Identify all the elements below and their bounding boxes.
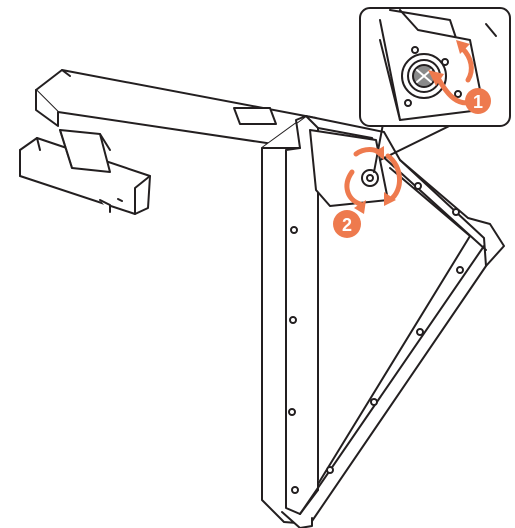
turn-arrow-left-icon	[344, 169, 363, 207]
rotate-arrowhead-icon	[456, 40, 470, 54]
turn-arrowhead-right-icon	[384, 192, 396, 206]
rotate-arrow-icon	[459, 45, 474, 83]
step-number-2: 2	[342, 215, 352, 235]
step-badge-1: 1	[465, 88, 491, 114]
base-pivot-block	[59, 129, 111, 173]
turn-arrowhead-top-icon	[374, 146, 384, 160]
turn-arrowhead-left-icon	[354, 200, 366, 214]
base-bottom-notch	[281, 511, 313, 528]
turn-arrow-right-icon	[385, 153, 402, 203]
step-badge-2: 2	[333, 210, 361, 238]
step-number-1: 1	[473, 92, 483, 112]
insert-arrowhead-icon	[428, 70, 444, 86]
base-rear-plate	[19, 137, 151, 215]
base-front-frame	[261, 115, 505, 525]
